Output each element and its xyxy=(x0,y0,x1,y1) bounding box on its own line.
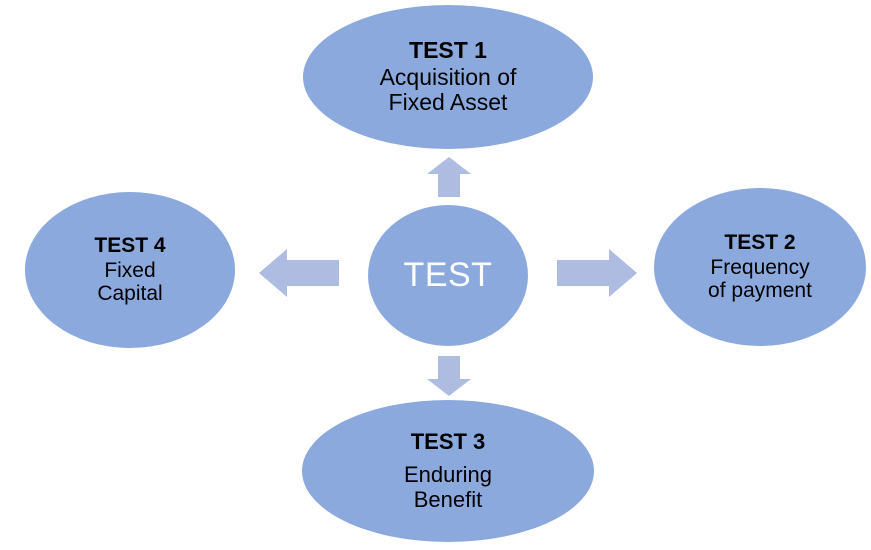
arrow-up-icon xyxy=(427,157,471,197)
node-test2-description: Frequency of payment xyxy=(708,256,812,303)
node-test3-description: Enduring Benefit xyxy=(404,463,492,512)
arrow-right-icon xyxy=(557,249,637,297)
node-test4-description: Fixed Capital xyxy=(97,259,162,306)
node-test1-description-line-2: Fixed Asset xyxy=(388,89,508,116)
node-center-hub[interactable]: TEST xyxy=(368,205,528,346)
arrow-down-icon xyxy=(427,356,471,396)
node-test4-title: TEST 4 xyxy=(94,234,166,258)
node-test3-description-line-1: Enduring xyxy=(403,462,493,488)
node-test4-description-line-1: Fixed xyxy=(104,258,156,282)
node-test1[interactable]: TEST 1 Acquisition of Fixed Asset xyxy=(303,5,593,149)
node-test2-description-line-1: Frequency xyxy=(710,255,810,279)
node-center-hub-label: TEST xyxy=(403,256,493,294)
node-test4[interactable]: TEST 4 Fixed Capital xyxy=(25,192,235,348)
node-test2-description-line-2: of payment xyxy=(708,279,812,303)
node-test3[interactable]: TEST 3 Enduring Benefit xyxy=(302,400,594,542)
node-test1-description: Acquisition of Fixed Asset xyxy=(379,63,517,117)
node-test1-title: TEST 1 xyxy=(409,36,487,63)
node-test1-description-line-1: Acquisition of xyxy=(379,63,517,90)
node-test4-description-line-2: Capital xyxy=(97,282,163,306)
node-test3-title: TEST 3 xyxy=(410,428,486,454)
node-test3-description-line-2: Benefit xyxy=(413,486,483,512)
arrow-left-icon xyxy=(259,249,339,297)
node-test2[interactable]: TEST 2 Frequency of payment xyxy=(654,188,866,346)
node-test2-title: TEST 2 xyxy=(724,231,796,255)
